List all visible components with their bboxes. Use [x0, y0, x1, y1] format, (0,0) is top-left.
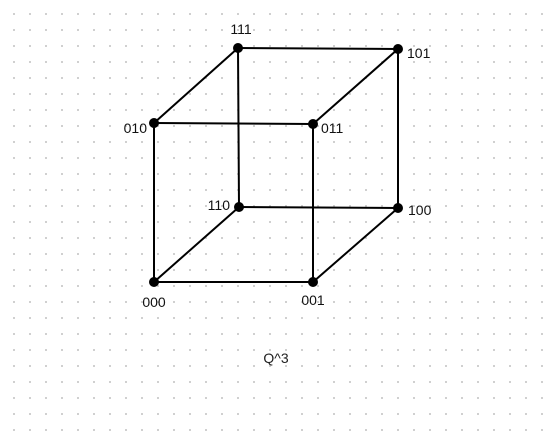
vertex-layer — [149, 43, 403, 287]
vertex-label-010: 010 — [124, 120, 148, 136]
vertex-label-111: 111 — [230, 21, 251, 37]
vertex-label-011: 011 — [321, 120, 344, 136]
edge-111-010 — [153, 47, 239, 124]
edge-111-101 — [237, 47, 399, 50]
vertex-001 — [308, 277, 318, 287]
edge-layer — [153, 47, 399, 283]
edge-110-000 — [153, 206, 240, 283]
vertex-label-100: 100 — [408, 202, 432, 218]
vertex-010 — [149, 118, 159, 128]
vertex-label-000: 000 — [142, 294, 166, 310]
edge-010-011 — [153, 122, 314, 125]
edge-101-011 — [312, 48, 399, 125]
vertex-111 — [233, 43, 243, 53]
diagram-caption: Q^3 — [263, 350, 288, 366]
vertex-label-110: 110 — [208, 197, 231, 213]
edge-111-110 — [237, 47, 240, 208]
edge-110-100 — [238, 206, 399, 209]
vertex-100 — [393, 203, 403, 213]
vertex-110 — [234, 202, 244, 212]
vertex-101 — [393, 44, 403, 54]
vertex-label-001: 001 — [301, 292, 325, 308]
edge-100-001 — [312, 207, 399, 283]
vertex-000 — [149, 277, 159, 287]
vertex-label-101: 101 — [407, 45, 431, 61]
label-layer: 111 101 010 011 110 100 000 001 — [124, 21, 432, 310]
vertex-011 — [308, 119, 318, 129]
